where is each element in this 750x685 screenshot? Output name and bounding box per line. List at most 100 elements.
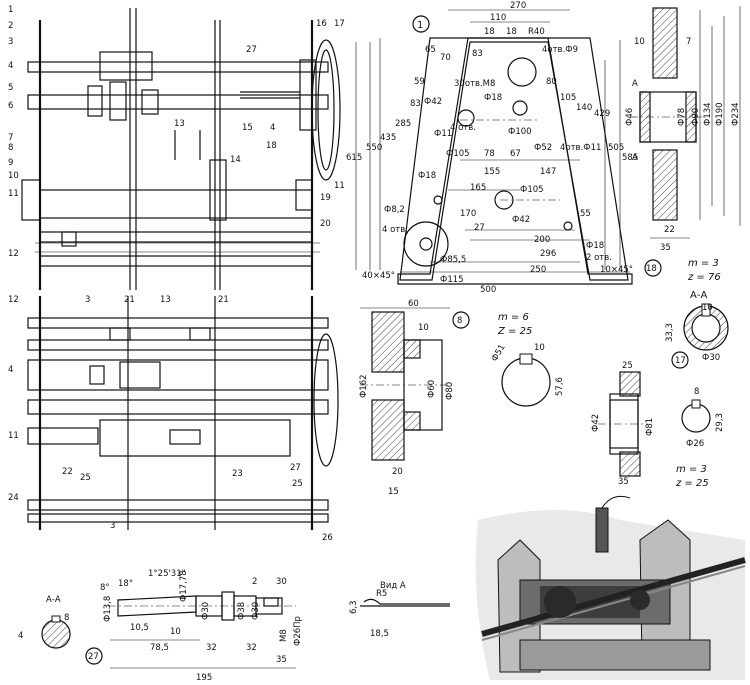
p18-dim-22: 22	[664, 225, 675, 235]
p27-sec-4: 4	[18, 631, 23, 641]
p27-dim-38: Ф38	[237, 602, 247, 620]
p27-dim-r5: R5	[376, 589, 387, 599]
p8-key-10: 10	[534, 343, 545, 353]
callout-8: 8	[8, 143, 13, 153]
dim-105b: Ф105	[446, 149, 470, 159]
dim-67: 67	[510, 149, 521, 159]
p18-dim-10: 10	[634, 37, 645, 47]
dim-110: 110	[490, 13, 506, 23]
p27-dim-195: 195	[196, 673, 212, 683]
p27-sec-8: 8	[64, 613, 69, 623]
p17-spec-z: z = 25	[675, 478, 709, 489]
dim-85-5: Ф85,5	[440, 255, 466, 265]
dim-40x45: 40×45°	[362, 271, 395, 281]
callout-6: 6	[8, 101, 13, 111]
callout-4-b: 4	[8, 365, 13, 375]
part-27-number: 27	[88, 652, 99, 662]
callout-2: 2	[8, 21, 13, 31]
callout-25-a: 25	[80, 473, 91, 483]
p27-angle-1-25: 1°25'31"	[148, 569, 186, 579]
p17-dim-42: Ф42	[591, 414, 601, 432]
dim-30otv-m8: 30отв.М8	[454, 79, 495, 89]
p18-dim-134: Ф134	[703, 102, 713, 126]
dim-10x45: 10×45°	[600, 265, 633, 275]
p17-key-8: 8	[694, 387, 699, 397]
part-8-gear: 60 10 Ф162 Ф60 Ф80 20 15 8 m = 6 Z = 25 …	[359, 299, 565, 497]
dim-59: 59	[414, 77, 425, 87]
section-a-a: А-А 10 33,3 Ф30	[665, 290, 729, 363]
p27-dim-30c: 30	[276, 577, 287, 587]
p8-dim-20: 20	[392, 467, 403, 477]
dim-78: 78	[484, 149, 495, 159]
p18-dim-90: Ф90	[691, 108, 701, 126]
part-1-side-plate: 1 270 110 18 18 R40 70 65 83 30отв.М8 59…	[346, 1, 638, 295]
dim-83a: 83	[472, 49, 483, 59]
callout-3: 3	[8, 37, 13, 47]
dim-429: 429	[594, 109, 610, 119]
p8-key-57-6: 57,6	[555, 377, 565, 396]
p27-dim-32b: 32	[246, 643, 257, 653]
callout-12: 12	[8, 249, 19, 259]
p27-dim-30b: Ф30	[251, 602, 261, 620]
dim-55: 55	[580, 209, 591, 219]
callout-13-bottom: 13	[160, 295, 171, 305]
dim-505: 505	[608, 143, 624, 153]
part-8-number: 8	[457, 316, 462, 326]
callout-12-b: 12	[8, 295, 19, 305]
callout-3-c: 3	[110, 521, 115, 531]
p8-dim-10: 10	[418, 323, 429, 333]
p18-dim-190: Ф190	[715, 102, 725, 126]
dim-4otv: 4 отв.	[450, 123, 476, 133]
callout-1: 1	[8, 5, 13, 15]
callout-3-b: 3	[85, 295, 90, 305]
p17-dim-81: Ф81	[645, 418, 655, 436]
callout-21-b: 21	[218, 295, 229, 305]
dim-18a: 18	[484, 27, 495, 37]
p8-dim-80: Ф80	[445, 382, 455, 400]
p17-spec-m: m = 3	[676, 464, 707, 475]
dim-615: 615	[346, 153, 362, 163]
callout-20: 20	[320, 219, 331, 229]
dim-500: 500	[480, 285, 496, 295]
dim-550: 550	[366, 143, 382, 153]
p18-section-a: А	[632, 79, 638, 89]
dim-435: 435	[380, 133, 396, 143]
callout-4: 4	[8, 61, 13, 71]
p17-key-26: Ф26	[686, 439, 704, 449]
callout-24: 24	[8, 493, 19, 503]
dim-147: 147	[540, 167, 556, 177]
p27-angle-18: 18°	[118, 579, 133, 589]
machine-perspective-illustration	[470, 495, 746, 680]
callout-19: 19	[320, 193, 331, 203]
p27-dim-2: 2	[252, 577, 257, 587]
callout-7: 7	[8, 133, 13, 143]
dim-165: 165	[470, 183, 486, 193]
p8-dim-15: 15	[388, 487, 399, 497]
dim-80: 80	[546, 77, 557, 87]
dim-4otv-2: 4 отв.	[382, 225, 408, 235]
section-aa-title: А-А	[690, 290, 707, 301]
dim-2otv: 2 отв.	[586, 253, 612, 263]
dim-250: 250	[530, 265, 546, 275]
p8-spec-z: Z = 25	[497, 326, 532, 337]
dim-585: 585	[622, 153, 638, 163]
dim-42b: Ф42	[512, 215, 530, 225]
dim-115: Ф115	[440, 275, 464, 285]
callout-17: 17	[334, 19, 345, 29]
dim-8-2: Ф8,2	[384, 205, 405, 215]
dim-4otv-11: 4отв.Ф11	[560, 143, 601, 153]
callout-21-a: 21	[124, 295, 135, 305]
assembly-top-view: 12 3 21 13 21 4 11 22 23 24 25 25 27 3 2…	[8, 295, 339, 543]
p27-dim-m8: М8	[279, 629, 289, 642]
dim-105a: 105	[560, 93, 576, 103]
callout-26: 26	[322, 533, 333, 543]
callout-15: 15	[242, 123, 253, 133]
callout-23: 23	[232, 469, 243, 479]
p27-dim-78-5: 78,5	[150, 643, 169, 653]
part-18-large-gear: 10 7 А А Ф46 Ф78 Ф90 Ф134 Ф190 Ф234 22 3…	[625, 6, 741, 283]
p17-key-29-3: 29,3	[715, 413, 725, 432]
p27-section-aa: А-А	[46, 595, 61, 605]
dim-18c: Ф18	[484, 93, 502, 103]
section-aa-dim-33-3: 33,3	[665, 323, 675, 342]
p27-view-a: Вид А	[380, 581, 406, 591]
